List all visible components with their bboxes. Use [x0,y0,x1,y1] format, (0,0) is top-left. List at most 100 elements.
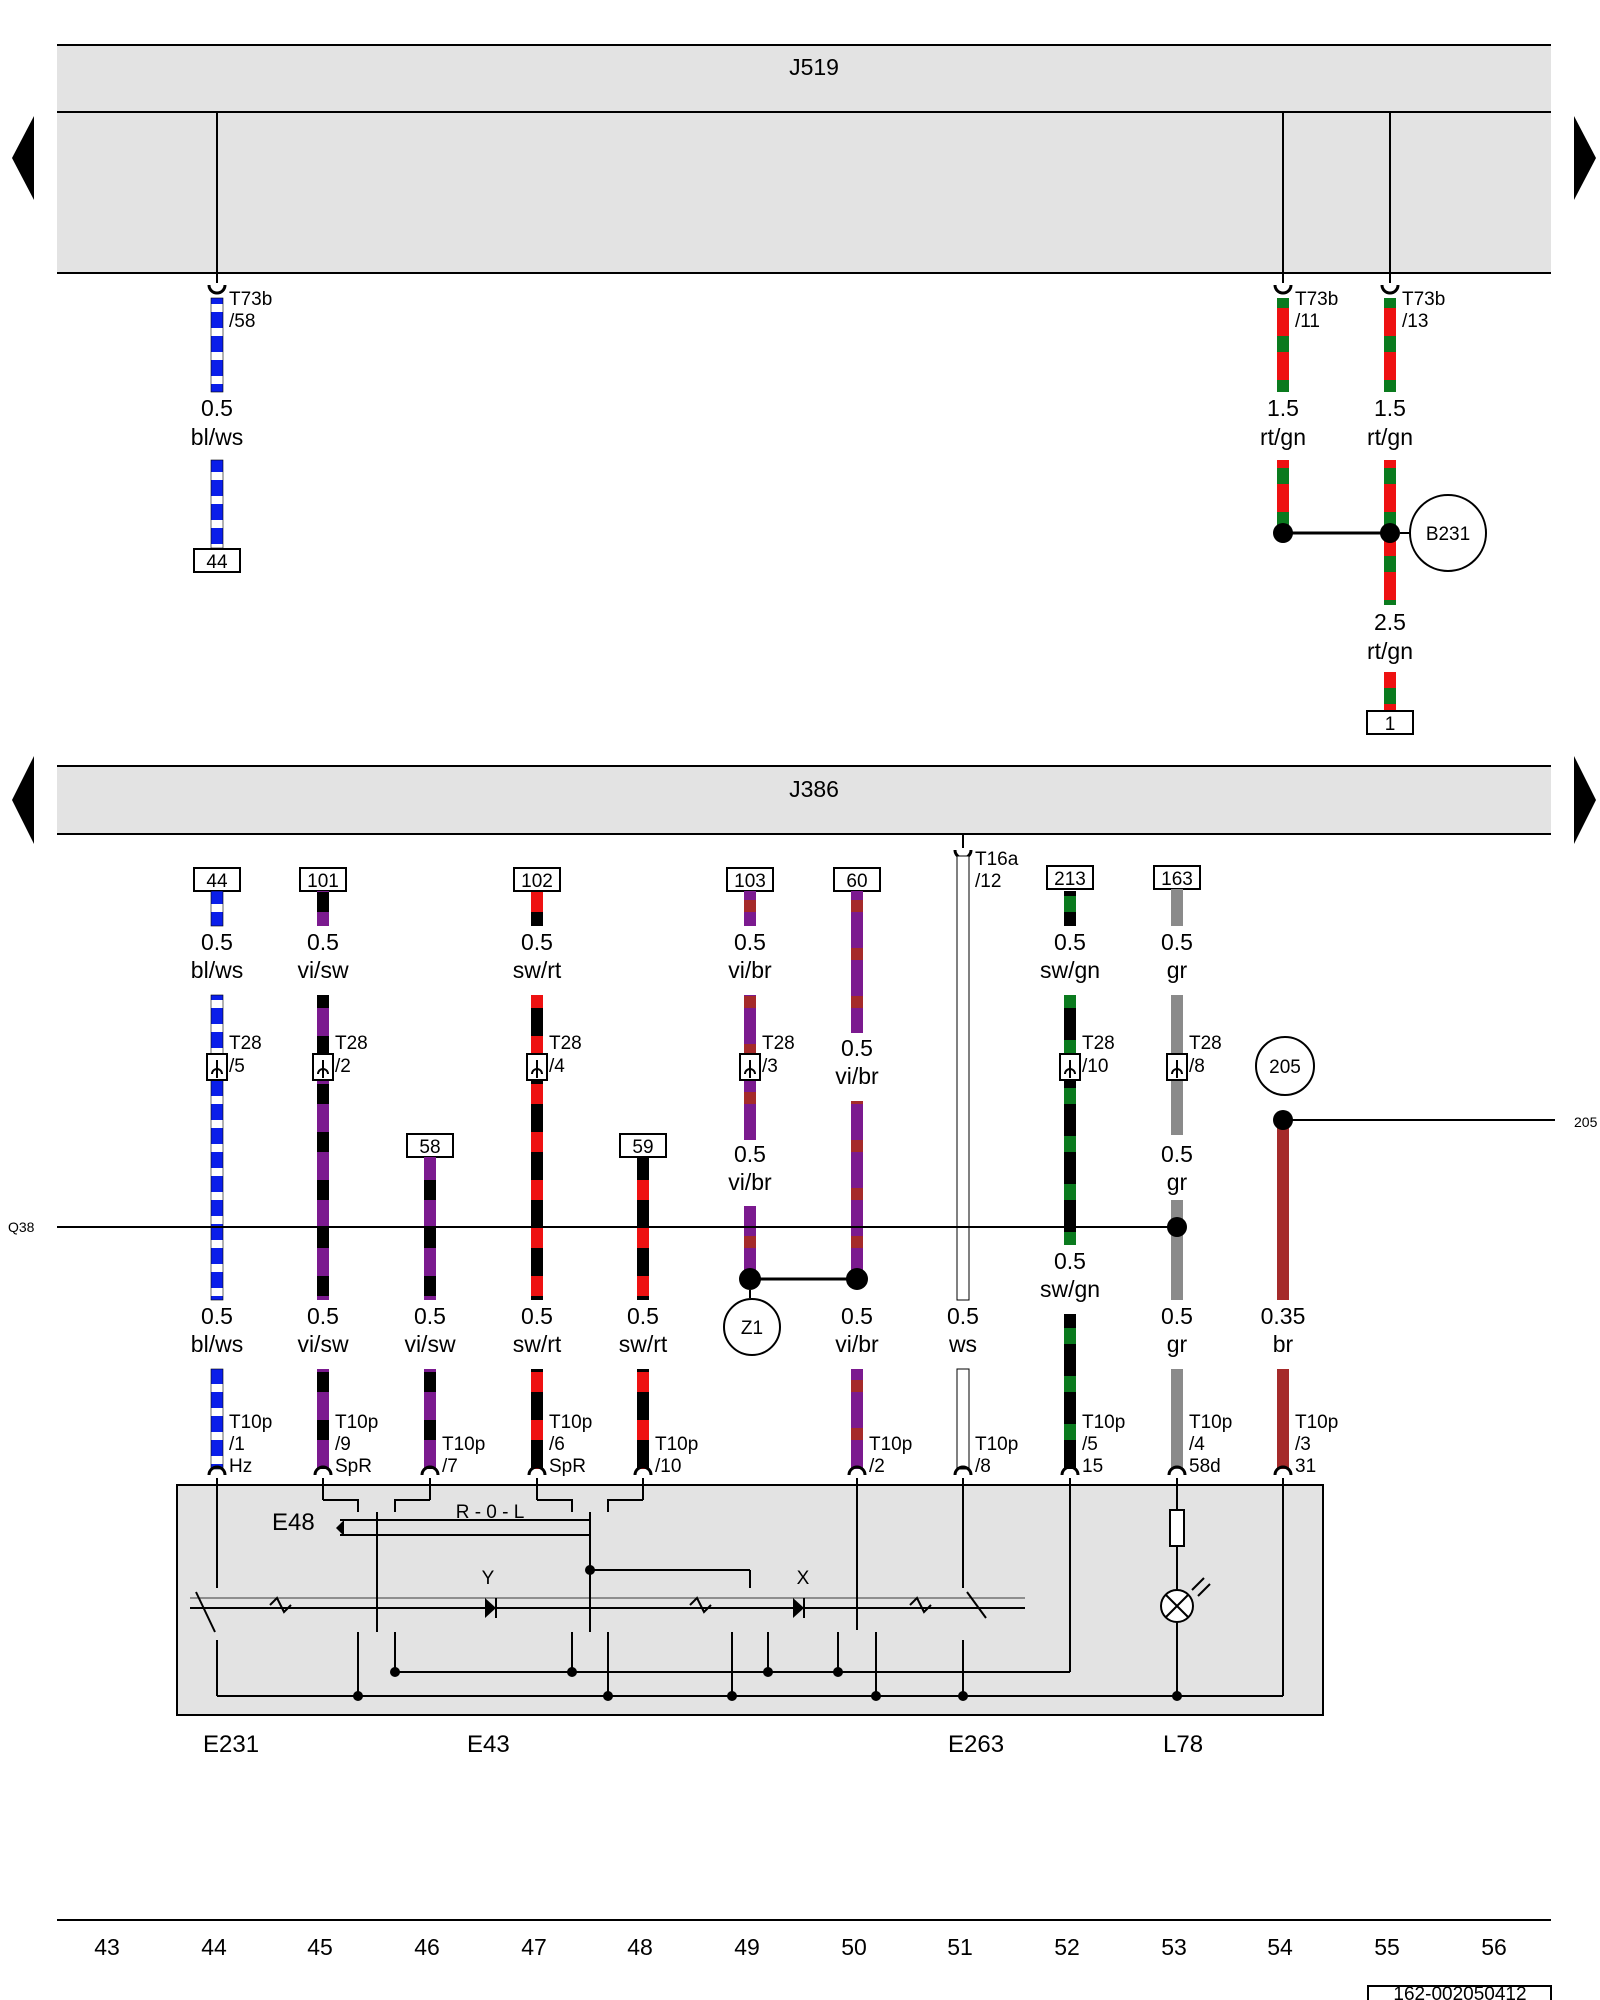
b231-circle [1409,494,1487,572]
q38-label: Q38 [8,1219,35,1235]
col-56: 56 [1481,1934,1507,1960]
b231-color: rt/gn [1367,638,1413,664]
t73b-11-conn: T73b [1295,289,1338,310]
lower-color-1: bl/ws [191,1331,243,1357]
upper-color-4: vi/br [728,957,772,983]
t28-conn-5: T28 [1082,1033,1115,1054]
t28-pin-4: /3 [762,1056,778,1077]
col-52: 52 [1054,1934,1080,1960]
upper-size-5: 0.5 [1054,929,1086,955]
switch-unit-box [176,1484,1324,1716]
t28-pin-5: /10 [1082,1056,1108,1077]
ref-213: 213 [1054,869,1086,890]
extra-color-4: sw/gn [1040,1276,1100,1302]
doc-number-box [1367,1985,1552,2000]
upper-color-3: sw/rt [513,957,562,983]
t10p-conn-9: T10p [1189,1412,1232,1433]
t10p-conn-4: T10p [549,1412,592,1433]
col-46: 46 [414,1934,440,1960]
upper-size-6: 0.5 [1161,929,1193,955]
left-arrow-icon [12,756,34,844]
col-45: 45 [307,1934,333,1960]
upper-size-3: 0.5 [521,929,553,955]
t10p-pin-8: /5 [1082,1434,1098,1455]
t10p-conn-10: T10p [1295,1412,1338,1433]
e231-label: E231 [203,1731,259,1758]
t10p-conn-7: T10p [975,1434,1018,1455]
t10p-term-4: SpR [549,1456,586,1477]
t73b-58-conn: T73b [229,289,272,310]
label-205: 205 [1269,1057,1301,1078]
t28-conn-1: T28 [229,1033,262,1054]
t10p-term-10: 31 [1295,1456,1316,1477]
lower-color-5: sw/rt [619,1331,668,1357]
t10p-pin-3: /7 [442,1456,458,1477]
ref-44-top: 44 [206,552,228,573]
t16a-pin: /12 [975,871,1001,892]
t28-pin-1: /5 [229,1056,245,1077]
e43-label: E43 [467,1731,510,1758]
ref-1: 1 [1385,714,1396,735]
top-size-1: 0.5 [201,395,233,421]
lower-size-3: 0.5 [414,1303,446,1329]
extra-color-3: gr [1167,1169,1188,1195]
extra-size-4: 0.5 [1054,1248,1086,1274]
t28-conn-4: T28 [762,1033,795,1054]
col-51: 51 [947,1934,973,1960]
t10p-pin-1: /1 [229,1434,245,1455]
top-size-2: 1.5 [1267,395,1299,421]
ref-59: 59 [632,1137,653,1158]
lower-size-5: 0.5 [627,1303,659,1329]
b231-label: B231 [1426,524,1470,545]
t73b-13-pin: /13 [1402,311,1428,332]
col-54: 54 [1267,1934,1293,1960]
t16a-conn: T16a [975,849,1019,870]
lower-size-4: 0.5 [521,1303,553,1329]
t10p-conn-8: T10p [1082,1412,1125,1433]
label-205-side: 205 [1574,1114,1598,1130]
doc-number: 162-002050412 [1393,1984,1526,2000]
t10p-pin-5: /10 [655,1456,681,1477]
lower-size-1: 0.5 [201,1303,233,1329]
t73b-58-pin: /58 [229,311,255,332]
t28-pin-2: /2 [335,1056,351,1077]
y-label: Y [482,1568,495,1589]
t28-conn-2: T28 [335,1033,368,1054]
ref-44: 44 [206,871,228,892]
t10p-conn-3: T10p [442,1434,485,1455]
top-color-2: rt/gn [1260,424,1306,450]
circle-205 [1255,1036,1315,1096]
t28-conn-6: T28 [1189,1033,1222,1054]
r0l-label: R - 0 - L [456,1502,525,1523]
ref-60: 60 [846,871,867,892]
t10p-conn-1: T10p [229,1412,272,1433]
diode-x-icon [793,1598,804,1618]
b231-size: 2.5 [1374,609,1406,635]
upper-size-2: 0.5 [307,929,339,955]
col-55: 55 [1374,1934,1400,1960]
l78-label: L78 [1163,1731,1203,1758]
lower-size-7: 0.5 [947,1303,979,1329]
t10p-conn-5: T10p [655,1434,698,1455]
upper-size-1: 0.5 [201,929,233,955]
t10p-conn-2: T10p [335,1412,378,1433]
extra-size-2: 0.5 [734,1141,766,1167]
ref-box-44-top [193,548,241,573]
lower-color-4: sw/rt [513,1331,562,1357]
top-color-1: bl/ws [191,424,243,450]
t10p-term-9: 58d [1189,1456,1221,1477]
lower-size-6: 0.5 [841,1303,873,1329]
t10p-pin-9: /4 [1189,1434,1205,1455]
col-53: 53 [1161,1934,1187,1960]
t10p-pin-10: /3 [1295,1434,1311,1455]
t73b-11-pin: /11 [1295,311,1320,332]
ref-102: 102 [521,871,553,892]
top-color-3: rt/gn [1367,424,1413,450]
ref-101: 101 [307,871,339,892]
t10p-pin-6: /2 [869,1456,885,1477]
ref-58: 58 [419,1137,440,1158]
j386-label: J386 [789,776,839,802]
upper-color-2: vi/sw [297,957,349,983]
upper-size-4: 0.5 [734,929,766,955]
